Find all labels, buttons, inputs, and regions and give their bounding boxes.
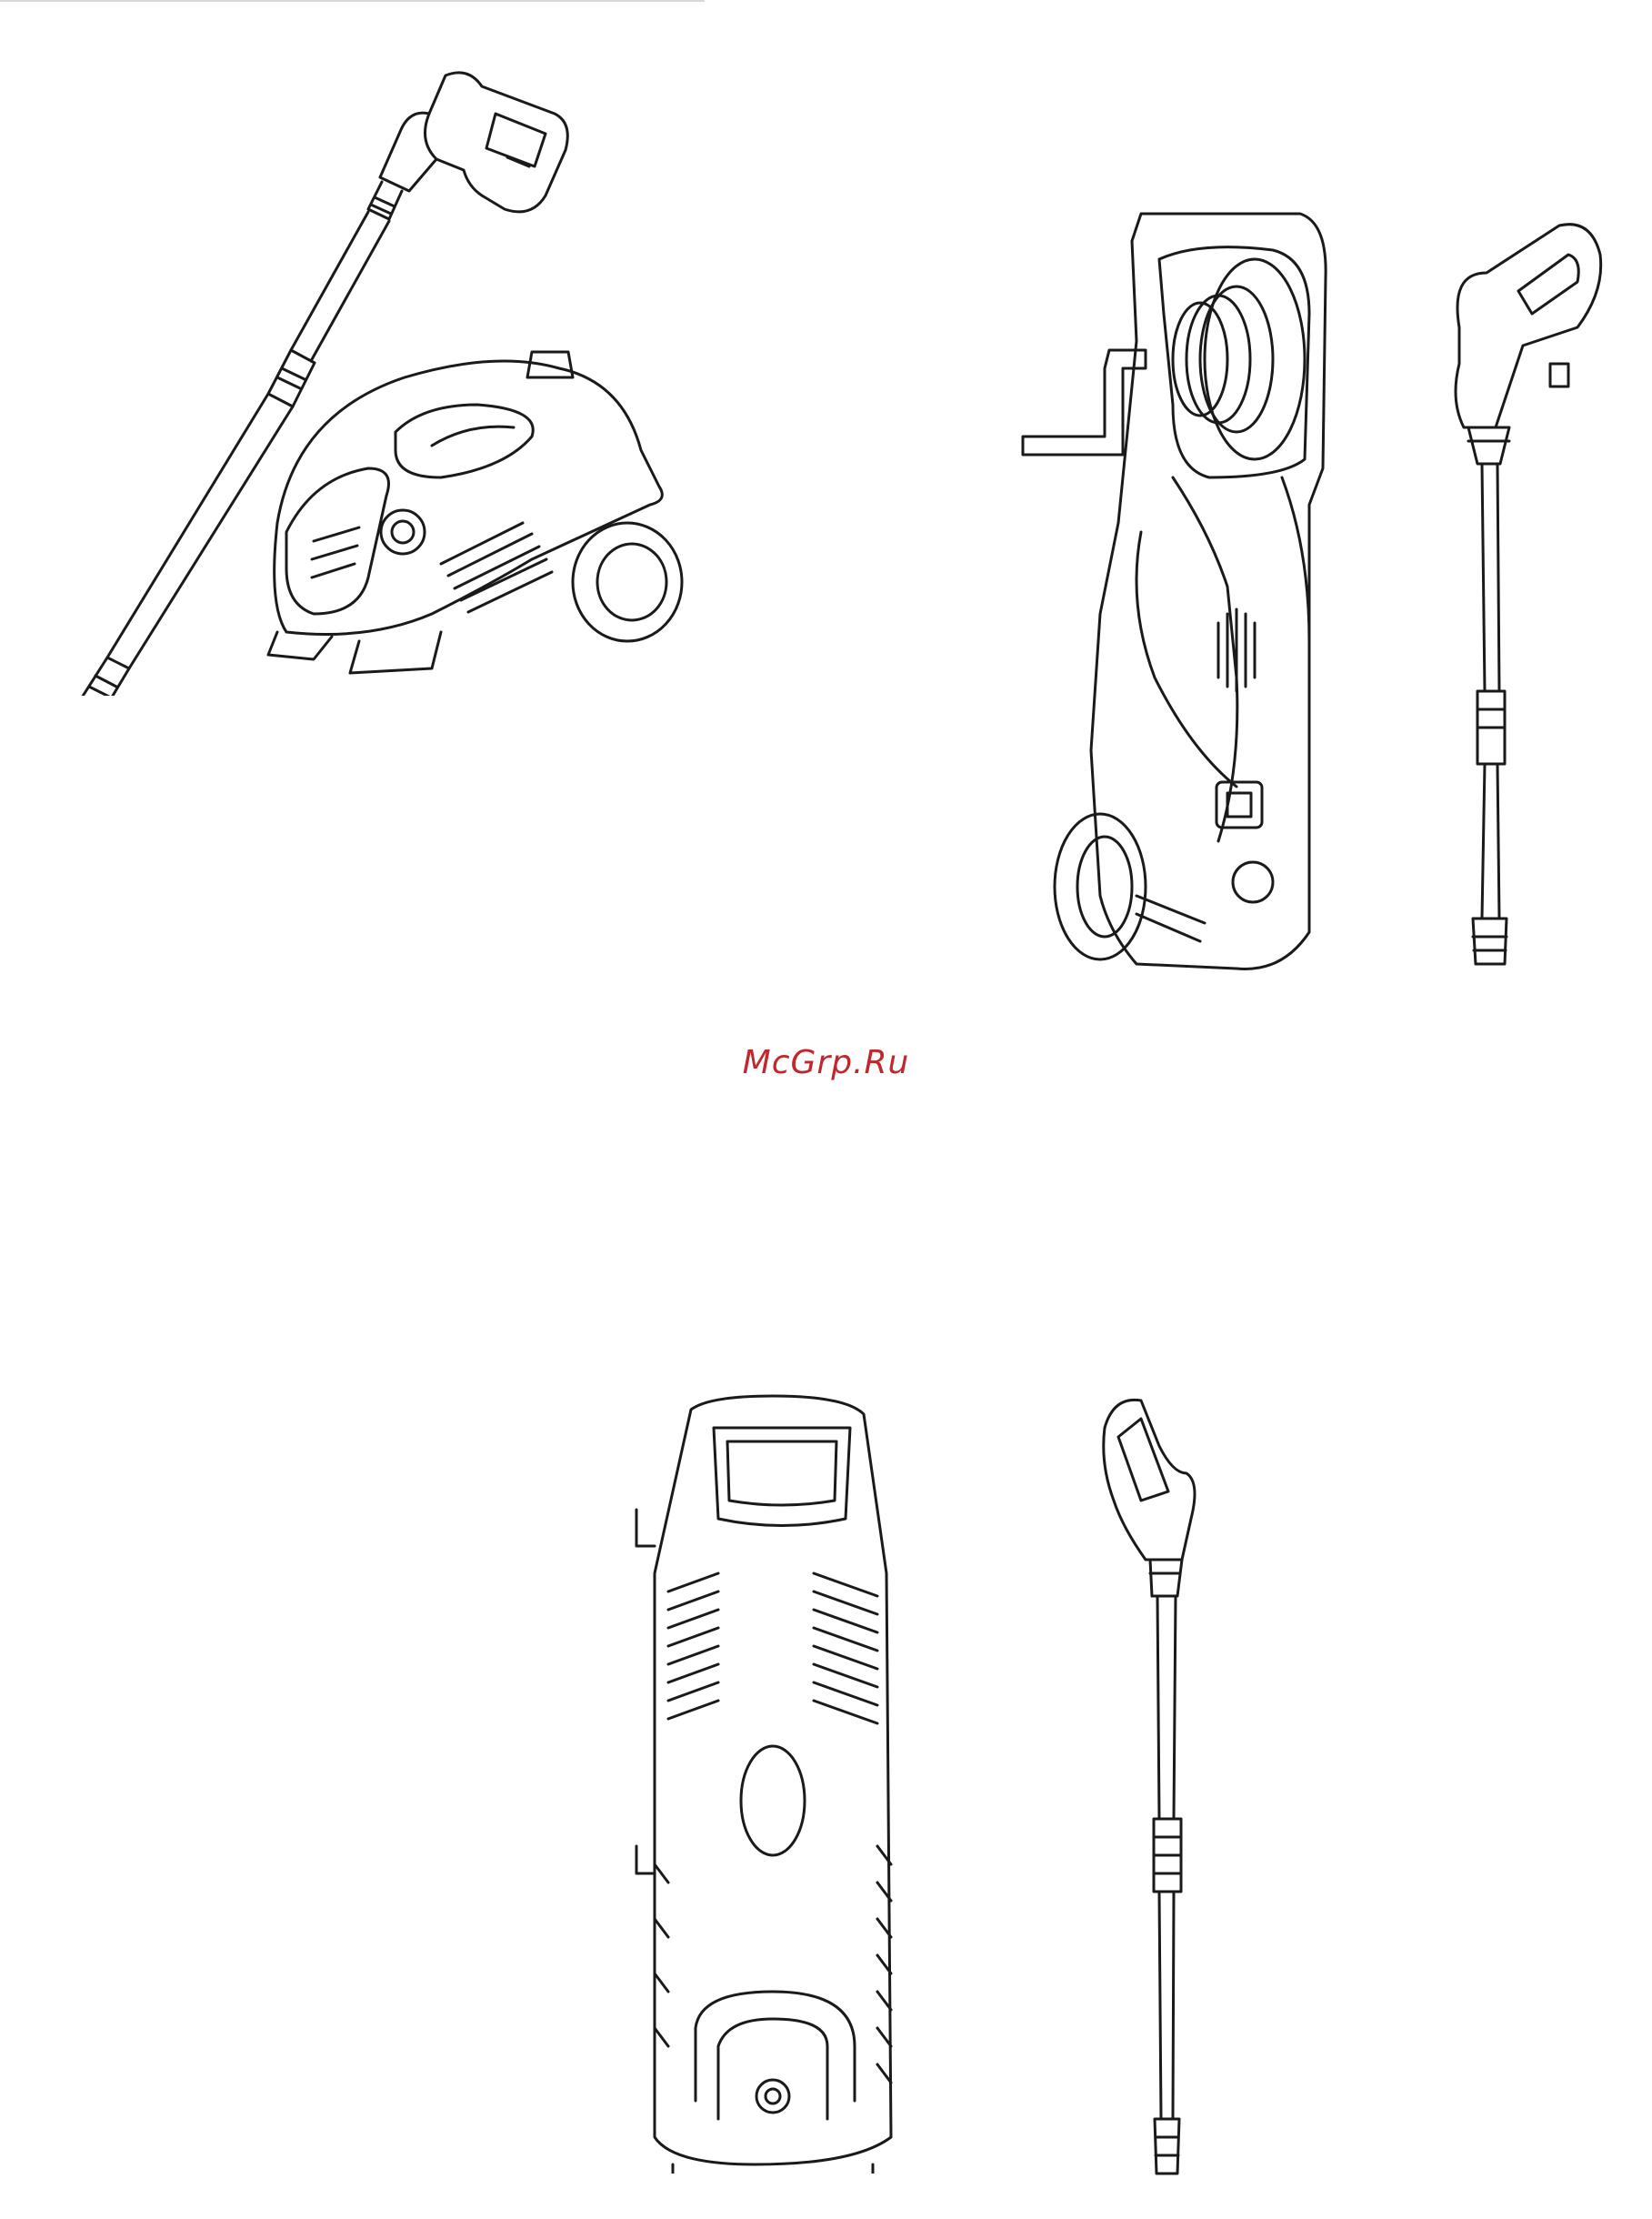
compact-upright-pressure-washer (618, 1391, 936, 2174)
hose-outlet-icon (756, 2080, 789, 2113)
right-vents-icon (814, 1573, 877, 1723)
badge-oval-icon (741, 1746, 805, 1855)
canister-pressure-washer (259, 341, 696, 696)
upright-pressure-washer-hose-reel (1009, 205, 1355, 982)
hose-outlet-icon (381, 510, 425, 554)
watermark-text: McGrp.Ru (0, 1044, 1652, 1081)
hose-reel-icon (1205, 259, 1305, 459)
spray-gun-lance-figure-3 (1086, 1391, 1223, 2192)
logo-mark-icon (1218, 609, 1255, 691)
top-border-line (0, 0, 705, 2)
spray-gun-lance-figure-2 (1432, 218, 1614, 973)
hose-outlet-icon (1233, 862, 1273, 902)
left-vents-icon (668, 1573, 718, 1719)
